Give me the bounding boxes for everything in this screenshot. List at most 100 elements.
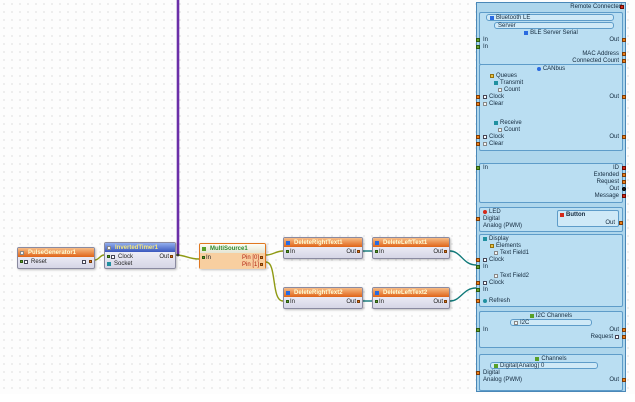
bluetooth-group[interactable]: Bluetooth LE [486, 14, 614, 21]
pin-serial-out[interactable] [622, 37, 626, 42]
pin-field2-clock[interactable] [476, 280, 480, 285]
timer-clock-in-pin[interactable] [107, 255, 110, 258]
channel0-pill[interactable]: Digital(Analog) 0 [490, 362, 598, 369]
i2c-section: I2C Channels I2C In Out Request [476, 311, 626, 348]
display-group-row[interactable]: Display [480, 235, 622, 242]
connected-count-row: Connected Count [480, 57, 626, 64]
pin-id[interactable] [622, 165, 626, 170]
server-group[interactable]: Server [494, 22, 614, 29]
pin-mac-address[interactable] [622, 51, 626, 56]
pin-message-out[interactable] [622, 186, 626, 191]
drt1-out-label: Out [346, 248, 356, 255]
message-row: Message [480, 192, 626, 199]
reset-input-pin[interactable] [20, 260, 23, 263]
pin-i2c-out[interactable] [622, 327, 626, 332]
block-pulse-generator[interactable]: PulseGenerator1 Reset [17, 247, 95, 269]
receive-row: Receive [480, 119, 622, 126]
pulse-out-pin[interactable] [89, 260, 92, 263]
pin-i2c-in[interactable] [476, 327, 480, 332]
pin-receive-clock[interactable] [476, 134, 480, 139]
dlt2-in-pin[interactable] [375, 300, 378, 303]
pin-request[interactable] [622, 179, 626, 184]
multisource-in-pin[interactable] [202, 256, 205, 259]
block-delete-left-text1[interactable]: DeleteLeftText1 In Out [372, 237, 450, 259]
pin-transmit-clear[interactable] [476, 101, 480, 106]
drt2-in-pin[interactable] [286, 300, 289, 303]
field1-in-row: In [476, 263, 622, 270]
canbus-section: CANbus Queues Transmit Count Clock Out C… [476, 64, 626, 151]
message-in-id-row: In ID [476, 164, 626, 171]
pin-led-digital[interactable] [476, 216, 480, 221]
pin-field1-clock[interactable] [476, 257, 480, 262]
pin-field1-in[interactable] [476, 264, 480, 269]
pin-channel-out[interactable] [622, 377, 626, 382]
message-label: Message [594, 192, 619, 199]
wire-multisource-pin1-to-deleteright2[interactable] [265, 261, 284, 302]
clear-icon [483, 141, 487, 146]
led-row: LED [480, 208, 622, 215]
extended-label: Extended [593, 171, 619, 178]
pin-serial-in[interactable] [476, 37, 480, 42]
dlt1-out-pin[interactable] [444, 250, 447, 253]
channels-group-row[interactable]: Channels [480, 355, 622, 362]
wire-timer-to-multisource[interactable] [175, 254, 200, 260]
pin-transmit-out[interactable] [622, 94, 626, 99]
pin-refresh[interactable] [476, 298, 480, 303]
i2c-pill[interactable]: I2C [510, 319, 592, 326]
arduino-board-panel[interactable]: Remote Connected Bluetooth LE Server BLE… [476, 2, 626, 392]
dlt1-out-label: Out [433, 248, 443, 255]
block-inverted-timer[interactable]: InvertedTimer1 Clock Out Socket [104, 242, 176, 269]
block-delete-right-text1[interactable]: DeleteRightText1 In Out [283, 237, 363, 259]
receive-count-label: Count [504, 126, 521, 133]
pin-message-in[interactable] [476, 165, 480, 170]
drt1-out-pin[interactable] [357, 250, 360, 253]
wire-deleteleft1-to-board-field1[interactable] [449, 250, 477, 266]
clear-icon [483, 101, 487, 106]
pin-receive-out[interactable] [622, 134, 626, 139]
pin-extended[interactable] [622, 172, 626, 177]
block-title: InvertedTimer1 [115, 244, 158, 251]
wire-pulse-to-timer[interactable] [94, 254, 105, 261]
field2-in-row: In [476, 286, 622, 293]
request-label: Request [596, 178, 619, 185]
multisource-pin0-out[interactable] [260, 256, 263, 259]
wire-deleteleft2-to-board-field2[interactable] [449, 287, 477, 302]
pin-connected-count[interactable] [622, 58, 626, 63]
channel-digital-row: Digital [476, 369, 622, 376]
folder-icon [490, 73, 494, 78]
i2c-group-row[interactable]: I2C Channels [480, 312, 622, 319]
pin-receive-clear[interactable] [476, 141, 480, 146]
text-field-icon [494, 250, 498, 255]
clock-icon [483, 94, 487, 99]
block-title: DeleteLeftText2 [383, 289, 428, 296]
drt2-in-label: In [290, 298, 296, 305]
pin-button-out[interactable] [619, 220, 623, 225]
canbus-group-row[interactable]: CANbus [480, 65, 622, 72]
button-subpanel[interactable]: Button Out [557, 210, 623, 227]
dlt2-out-pin[interactable] [444, 300, 447, 303]
dlt1-in-pin[interactable] [375, 250, 378, 253]
block-delete-left-text2[interactable]: DeleteLeftText2 In Out [372, 287, 450, 309]
pin-transmit-clock[interactable] [476, 94, 480, 99]
timer-out-pin[interactable] [170, 255, 173, 258]
serial-in-label: In [483, 36, 489, 43]
block-multi-source[interactable]: MultiSource1 In Pin [0] Pin [1] [199, 243, 266, 269]
drt1-in-pin[interactable] [286, 250, 289, 253]
pin-i2c-request[interactable] [622, 334, 626, 339]
i2c-request-row: Request [480, 333, 626, 340]
block-delete-right-text2[interactable]: DeleteRightText2 In Out [283, 287, 363, 309]
drt2-out-pin[interactable] [357, 300, 360, 303]
pin-message[interactable] [622, 193, 626, 198]
serial-io-row: In Out [476, 36, 626, 43]
pin-field2-in[interactable] [476, 287, 480, 292]
pin-serial-in2[interactable] [476, 44, 480, 49]
pin-remote-connected[interactable] [620, 5, 624, 9]
wire-multisource-pin0-to-deleteright1[interactable] [265, 250, 284, 256]
i2c-request-label: Request [590, 333, 613, 340]
multisource-pin1-out[interactable] [260, 263, 263, 266]
field2-clock-label: Clock [489, 279, 505, 286]
pin-channel-digital[interactable] [476, 370, 480, 375]
button-out-label: Out [605, 219, 615, 226]
transmit-out-label: Out [609, 93, 619, 100]
button-out-row: Out [558, 219, 623, 226]
